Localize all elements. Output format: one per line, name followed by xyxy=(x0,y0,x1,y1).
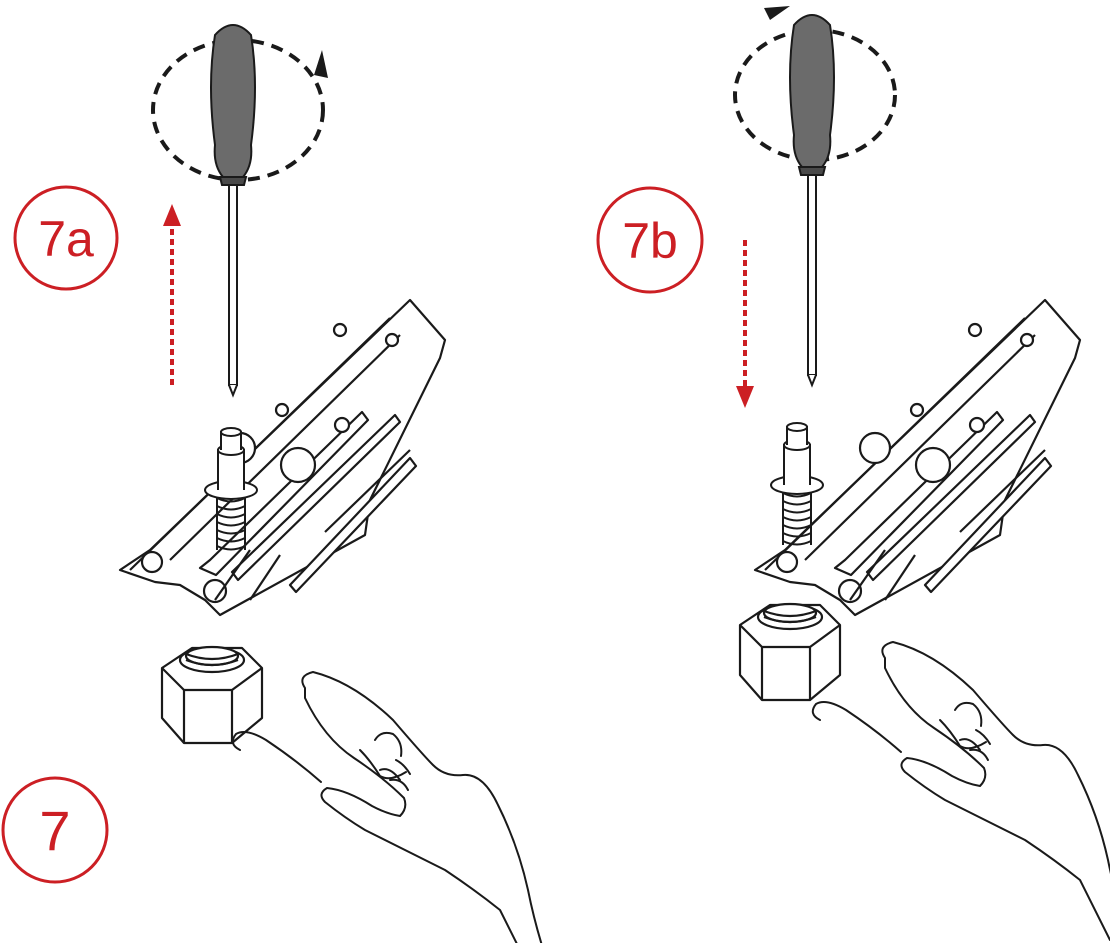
step-label-7a: 7a xyxy=(13,185,119,291)
panel-7a: 7a 7 xyxy=(1,24,552,943)
screwdriver-icon xyxy=(789,14,835,386)
step-label-7: 7 xyxy=(1,776,109,884)
hex-nut-icon xyxy=(738,602,842,702)
step-7a-text: 7a xyxy=(38,211,94,267)
screwdriver-icon xyxy=(210,24,256,396)
step-7b-text: 7b xyxy=(622,213,678,269)
step-7-text: 7 xyxy=(39,799,70,862)
step-label-7b: 7b xyxy=(596,186,704,294)
direction-arrow-icon xyxy=(163,204,181,385)
hand-icon xyxy=(231,671,552,943)
direction-arrow-icon xyxy=(736,240,754,408)
panel-7b: 7b xyxy=(596,6,1110,941)
mounting-bracket-icon xyxy=(118,298,447,617)
hand-icon xyxy=(811,641,1110,941)
hex-nut-icon xyxy=(160,645,264,745)
